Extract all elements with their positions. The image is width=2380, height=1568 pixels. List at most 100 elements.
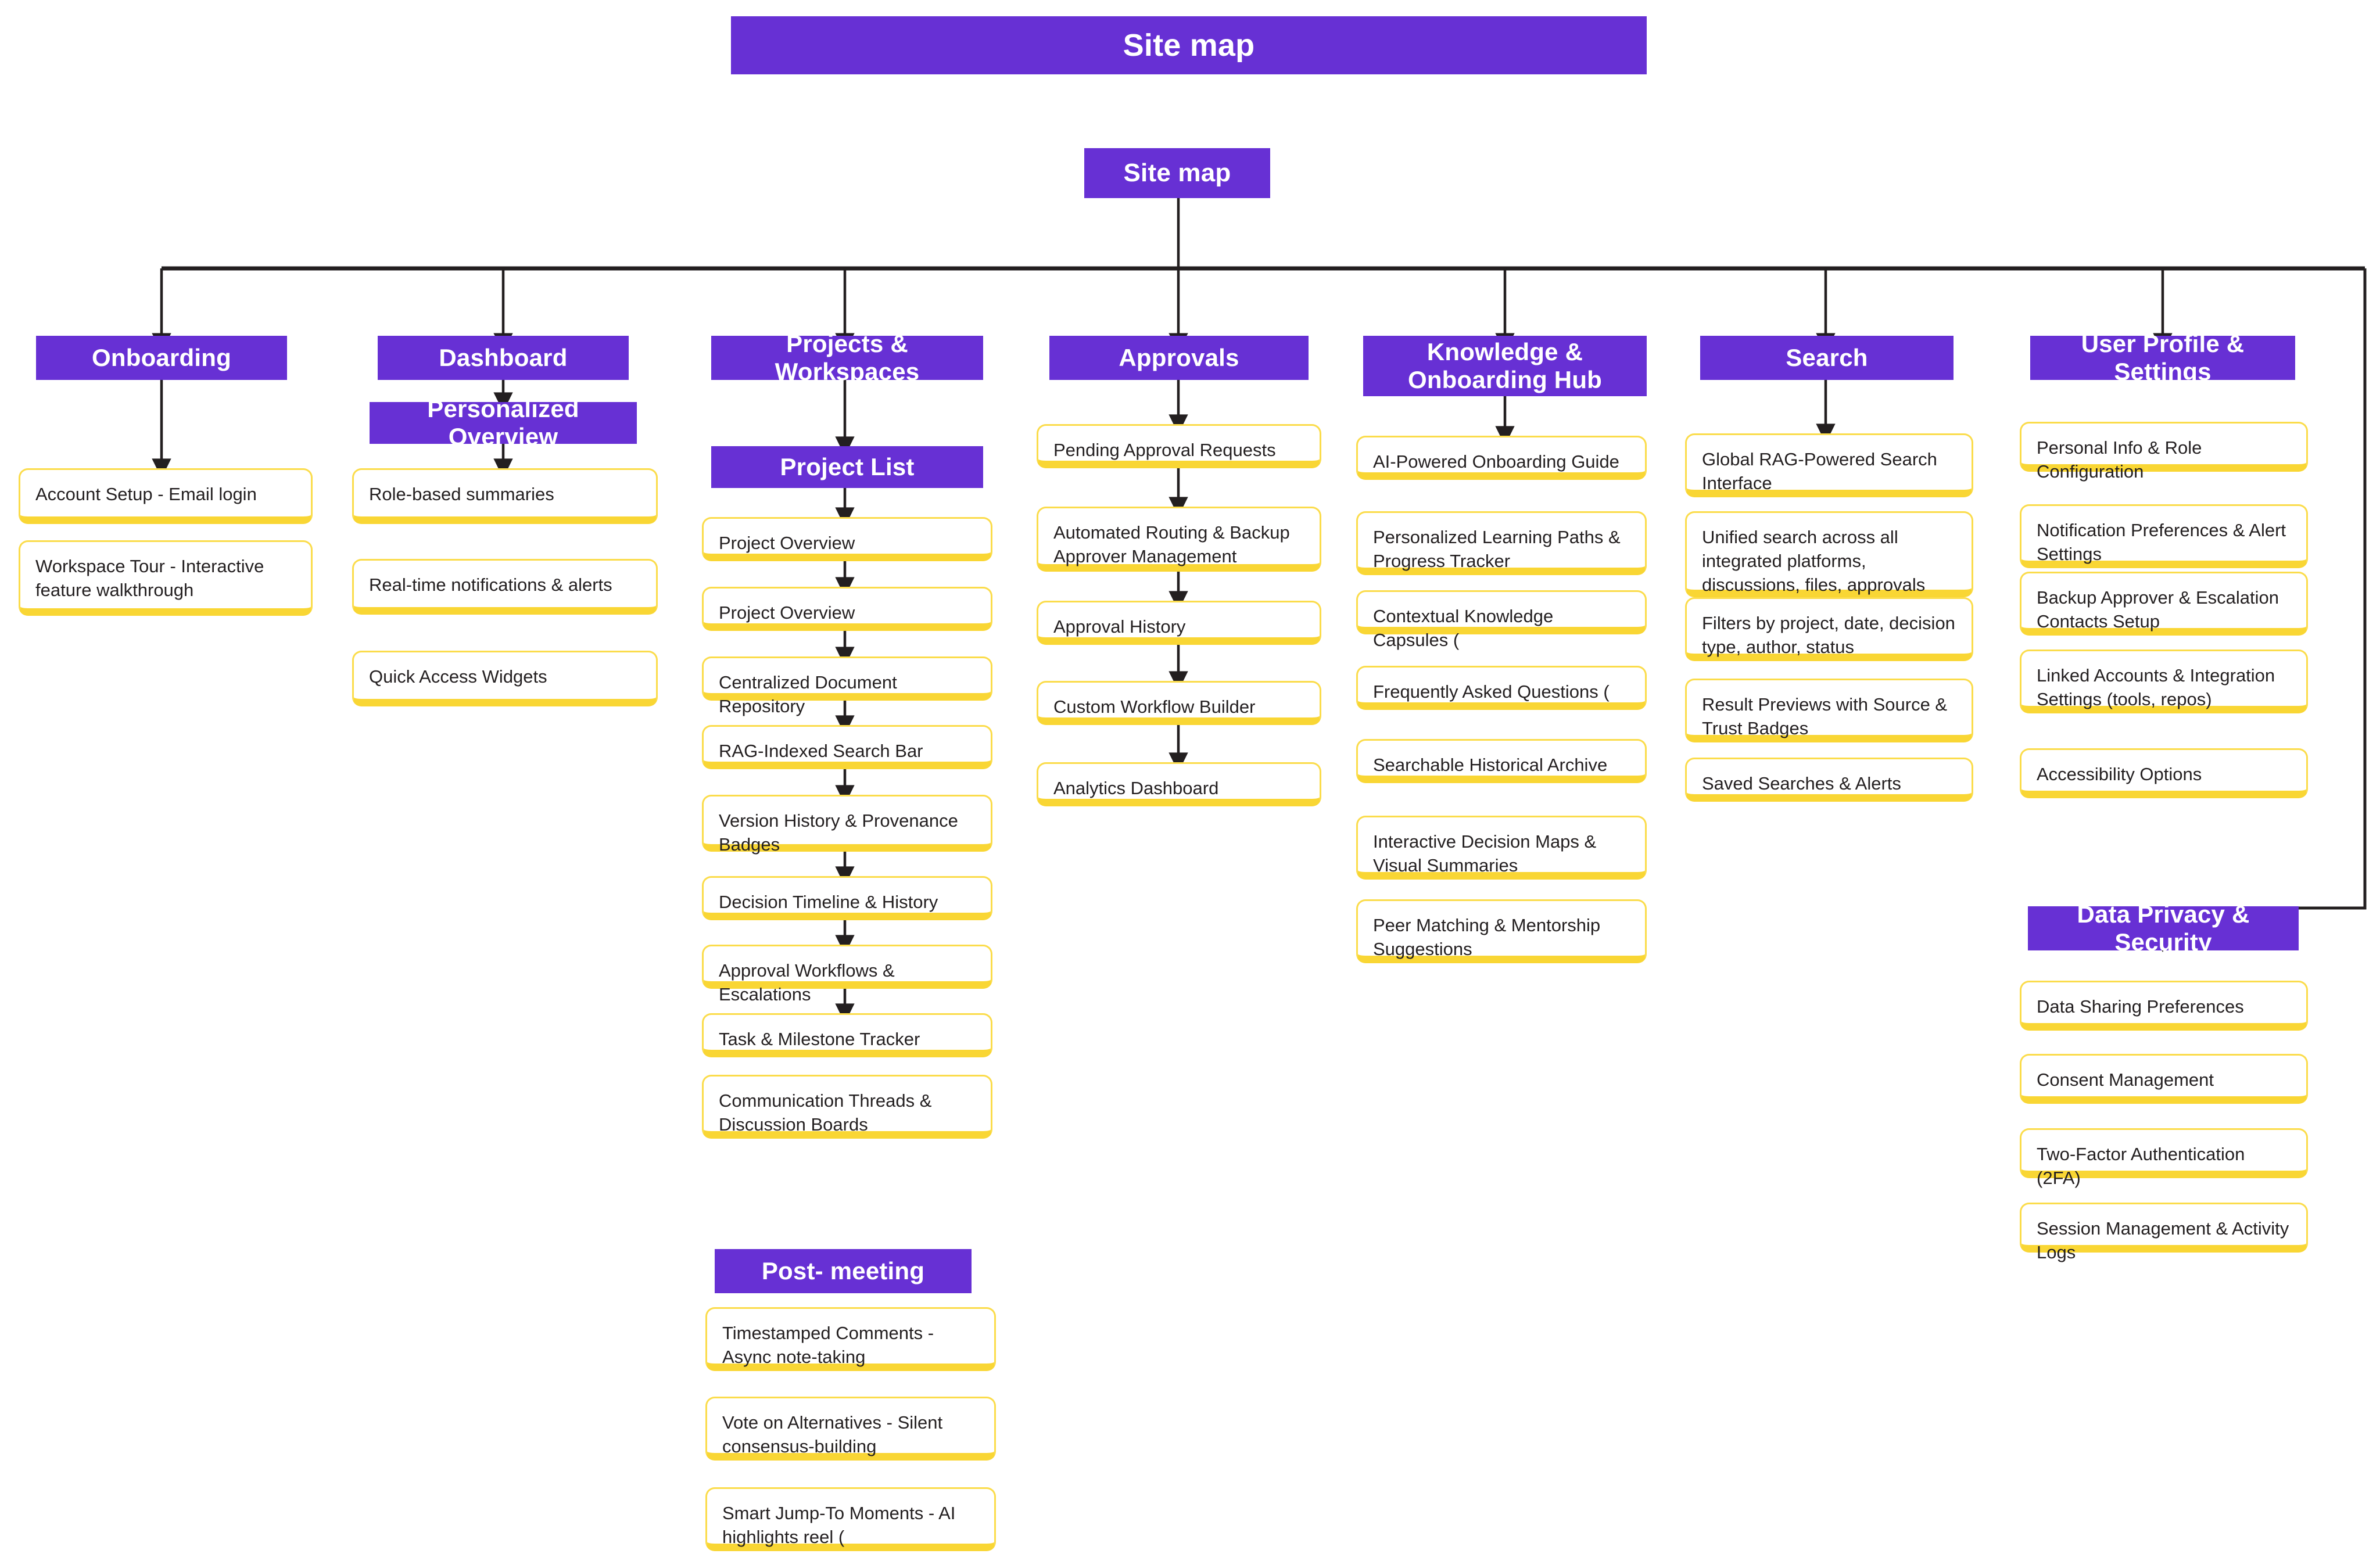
leaf-card[interactable]: Task & Milestone Tracker bbox=[702, 1013, 992, 1057]
leaf-card[interactable]: Consent Management bbox=[2020, 1054, 2308, 1104]
leaf-card[interactable]: Real-time notifications & alerts bbox=[352, 559, 658, 615]
branch-header-approvals[interactable]: Approvals bbox=[1049, 336, 1309, 380]
leaf-label: Automated Routing & Backup Approver Mana… bbox=[1053, 522, 1290, 566]
leaf-label: Account Setup - Email login bbox=[35, 484, 257, 504]
leaf-label: Project Overview bbox=[719, 602, 855, 623]
leaf-card[interactable]: Frequently Asked Questions ( bbox=[1356, 666, 1647, 710]
leaf-card[interactable]: Two-Factor Authentication (2FA) bbox=[2020, 1128, 2308, 1188]
leaf-label: Data Sharing Preferences bbox=[2037, 996, 2244, 1017]
leaf-card[interactable]: Contextual Knowledge Capsules ( bbox=[1356, 590, 1647, 650]
leaf-label: Frequently Asked Questions ( bbox=[1373, 681, 1610, 702]
leaf-label: Workspace Tour - Interactive feature wal… bbox=[35, 556, 264, 600]
leaf-label: Pending Approval Requests bbox=[1053, 440, 1276, 460]
leaf-label: Saved Searches & Alerts bbox=[1702, 773, 1901, 794]
leaf-label: RAG-Indexed Search Bar bbox=[719, 741, 923, 761]
branch-header-post-meeting[interactable]: Post- meeting bbox=[715, 1249, 972, 1293]
leaf-label: Unified search across all integrated pla… bbox=[1702, 527, 1926, 595]
leaf-label: Role-based summaries bbox=[369, 484, 554, 504]
leaf-card[interactable]: Linked Accounts & Integration Settings (… bbox=[2020, 650, 2308, 713]
leaf-card[interactable]: Role-based summaries bbox=[352, 468, 658, 524]
branch-header-onboarding[interactable]: Onboarding bbox=[36, 336, 287, 380]
branch-header-data-privacy-security[interactable]: Data Privacy & Security bbox=[2028, 900, 2299, 956]
branch-header-user-profile-settings-label: User Profile & Settings bbox=[2081, 329, 2245, 385]
leaf-card[interactable]: Project Overview bbox=[702, 517, 992, 561]
leaf-card[interactable]: Saved Searches & Alerts bbox=[1685, 758, 1973, 802]
branch-header-knowledge-onboarding-hub[interactable]: Knowledge & Onboarding Hub bbox=[1363, 336, 1647, 396]
leaf-card[interactable]: Global RAG-Powered Search Interface bbox=[1685, 433, 1973, 497]
leaf-card[interactable]: Backup Approver & Escalation Contacts Se… bbox=[2020, 572, 2308, 636]
leaf-label: AI-Powered Onboarding Guide bbox=[1373, 451, 1619, 472]
leaf-label: Task & Milestone Tracker bbox=[719, 1029, 920, 1049]
branch-header-projects-workspaces-label: Projects & Workspaces bbox=[775, 329, 920, 385]
leaf-label: Accessibility Options bbox=[2037, 764, 2202, 784]
leaf-card[interactable]: Automated Routing & Backup Approver Mana… bbox=[1037, 507, 1321, 572]
leaf-card[interactable]: Quick Access Widgets bbox=[352, 651, 658, 706]
diagram-title-text: Site map bbox=[1123, 27, 1255, 63]
leaf-card[interactable]: Data Sharing Preferences bbox=[2020, 981, 2308, 1031]
leaf-card[interactable]: Account Setup - Email login bbox=[19, 468, 313, 524]
diagram-title-banner: Site map bbox=[731, 16, 1647, 74]
leaf-label: Custom Workflow Builder bbox=[1053, 697, 1256, 717]
leaf-card[interactable]: Personal Info & Role Configuration bbox=[2020, 422, 2308, 482]
leaf-card[interactable]: Interactive Decision Maps & Visual Summa… bbox=[1356, 816, 1647, 880]
leaf-card[interactable]: Approval Workflows & Escalations bbox=[702, 945, 992, 1004]
leaf-card[interactable]: Approval History bbox=[1037, 601, 1321, 645]
leaf-card[interactable]: Vote on Alternatives - Silent consensus-… bbox=[705, 1397, 996, 1461]
leaf-label: Two-Factor Authentication (2FA) bbox=[2037, 1144, 2245, 1188]
root-node-site-map[interactable]: Site map bbox=[1084, 148, 1270, 198]
leaf-label: Session Management & Activity Logs bbox=[2037, 1218, 2289, 1262]
leaf-card[interactable]: Unified search across all integrated pla… bbox=[1685, 511, 1973, 597]
leaf-card[interactable]: Project Overview bbox=[702, 587, 992, 631]
branch-header-dashboard-label: Dashboard bbox=[439, 343, 568, 371]
leaf-card[interactable]: Notification Preferences & Alert Setting… bbox=[2020, 504, 2308, 568]
sub-header-project-list-label: Project List bbox=[780, 453, 915, 480]
leaf-label: Vote on Alternatives - Silent consensus-… bbox=[722, 1412, 943, 1456]
sub-header-personalized-overview-label: Personalized Overview bbox=[427, 394, 579, 450]
leaf-label: Result Previews with Source & Trust Badg… bbox=[1702, 694, 1948, 738]
leaf-card[interactable]: Personalized Learning Paths & Progress T… bbox=[1356, 511, 1647, 575]
leaf-label: Personal Info & Role Configuration bbox=[2037, 437, 2202, 482]
leaf-card[interactable]: Searchable Historical Archive bbox=[1356, 739, 1647, 783]
leaf-label: Contextual Knowledge Capsules ( bbox=[1373, 606, 1554, 650]
leaf-card[interactable]: Centralized Document Repository bbox=[702, 656, 992, 716]
root-node-label: Site map bbox=[1123, 158, 1231, 187]
leaf-card[interactable]: AI-Powered Onboarding Guide bbox=[1356, 436, 1647, 480]
branch-header-search[interactable]: Search bbox=[1700, 336, 1954, 380]
branch-header-approvals-label: Approvals bbox=[1119, 343, 1239, 371]
leaf-card[interactable]: Result Previews with Source & Trust Badg… bbox=[1685, 679, 1973, 742]
leaf-label: Backup Approver & Escalation Contacts Se… bbox=[2037, 587, 2279, 631]
leaf-card[interactable]: Session Management & Activity Logs bbox=[2020, 1203, 2308, 1262]
leaf-card[interactable]: Analytics Dashboard bbox=[1037, 762, 1321, 806]
leaf-card[interactable]: Custom Workflow Builder bbox=[1037, 681, 1321, 725]
leaf-card[interactable]: Decision Timeline & History bbox=[702, 876, 992, 920]
branch-header-dashboard[interactable]: Dashboard bbox=[378, 336, 629, 380]
leaf-label: Centralized Document Repository bbox=[719, 672, 897, 716]
branch-header-projects-workspaces[interactable]: Projects & Workspaces bbox=[711, 330, 983, 385]
leaf-card[interactable]: Pending Approval Requests bbox=[1037, 424, 1321, 468]
sub-header-project-list[interactable]: Project List bbox=[711, 446, 983, 488]
leaf-card[interactable]: RAG-Indexed Search Bar bbox=[702, 725, 992, 769]
leaf-card[interactable]: Peer Matching & Mentorship Suggestions bbox=[1356, 899, 1647, 963]
sub-header-personalized-overview[interactable]: Personalized Overview bbox=[370, 395, 637, 450]
leaf-label: Decision Timeline & History bbox=[719, 892, 938, 912]
branch-header-knowledge-onboarding-hub-label: Knowledge & Onboarding Hub bbox=[1407, 338, 1603, 393]
leaf-label: Approval History bbox=[1053, 616, 1186, 637]
leaf-label: Analytics Dashboard bbox=[1053, 778, 1219, 798]
branch-header-user-profile-settings[interactable]: User Profile & Settings bbox=[2030, 330, 2295, 385]
leaf-label: Timestamped Comments - Async note-taking bbox=[722, 1323, 934, 1367]
leaf-card[interactable]: Smart Jump-To Moments - AI highlights re… bbox=[705, 1487, 996, 1551]
leaf-card[interactable]: Filters by project, date, decision type,… bbox=[1685, 597, 1973, 661]
leaf-label: Personalized Learning Paths & Progress T… bbox=[1373, 527, 1621, 571]
leaf-card[interactable]: Accessibility Options bbox=[2020, 748, 2308, 798]
leaf-card[interactable]: Version History & Provenance Badges bbox=[702, 795, 992, 855]
branch-header-post-meeting-label: Post- meeting bbox=[761, 1257, 925, 1284]
leaf-label: Approval Workflows & Escalations bbox=[719, 960, 895, 1004]
branch-header-data-privacy-security-label: Data Privacy & Security bbox=[2077, 900, 2250, 956]
leaf-card[interactable]: Workspace Tour - Interactive feature wal… bbox=[19, 540, 313, 616]
leaf-label: Linked Accounts & Integration Settings (… bbox=[2037, 665, 2275, 709]
leaf-card[interactable]: Communication Threads & Discussion Board… bbox=[702, 1075, 992, 1139]
leaf-label: Smart Jump-To Moments - AI highlights re… bbox=[722, 1503, 956, 1547]
leaf-label: Consent Management bbox=[2037, 1070, 2214, 1090]
leaf-card[interactable]: Timestamped Comments - Async note-taking bbox=[705, 1307, 996, 1371]
